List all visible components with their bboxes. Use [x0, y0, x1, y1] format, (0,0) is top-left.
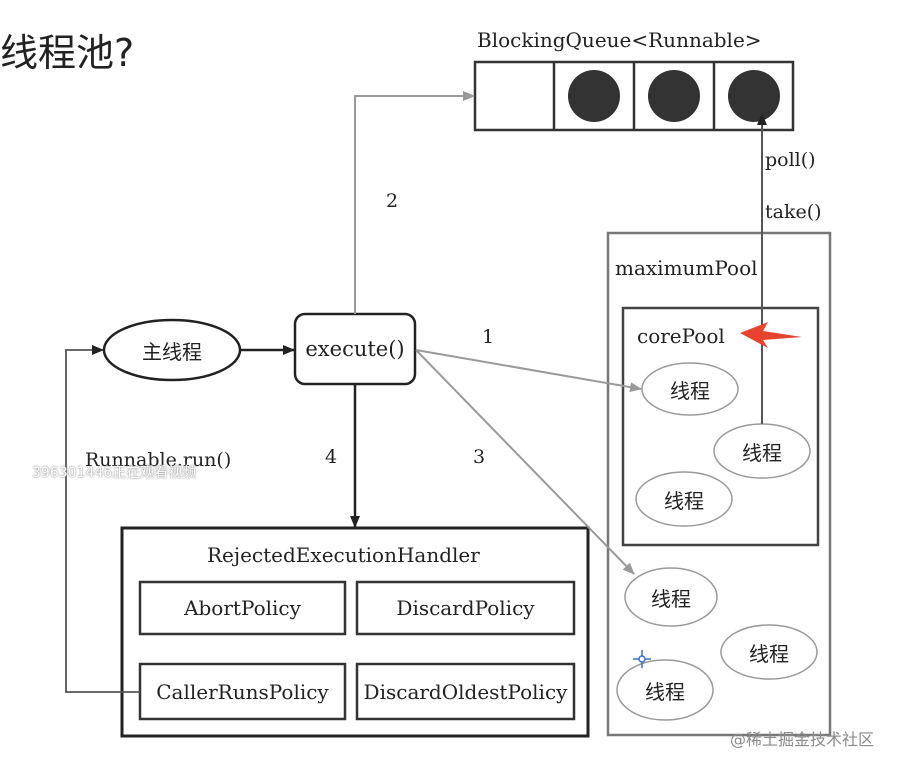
queue-label: BlockingQueue<Runnable>: [477, 28, 762, 52]
thread-node: [641, 362, 739, 416]
arrow-execute-to-queue: [354, 91, 475, 314]
thread-label: 线程: [670, 378, 710, 403]
arrow-execute-to-extra-thread: [415, 349, 635, 575]
cursor-mark: [633, 650, 651, 668]
maximum-pool-box: [606, 231, 832, 737]
discard-policy-box: [355, 580, 576, 636]
discard-policy-label: DiscardPolicy: [396, 596, 535, 620]
queued-task-1: [568, 70, 620, 122]
discard-oldest-policy-box: [355, 662, 576, 721]
abort-policy-label: AbortPolicy: [184, 596, 301, 620]
poll-label: poll(): [765, 149, 816, 171]
blocking-queue: [473, 60, 795, 132]
runnable-run-label: Runnable.run(): [85, 449, 232, 471]
thread-node: [616, 659, 714, 721]
step-4-label: 4: [325, 446, 338, 468]
core-pool-label: corePool: [637, 324, 725, 348]
thread-label: 线程: [664, 488, 704, 513]
thread-label: 线程: [749, 641, 789, 666]
core-pool-box: [621, 306, 820, 547]
step-1-label: 1: [482, 326, 495, 348]
main-thread-label: 主线程: [142, 339, 202, 364]
step-3-label: 3: [473, 446, 486, 468]
thread-label: 线程: [645, 679, 685, 704]
arrow-caller-runs-to-main: [65, 345, 140, 693]
step-2-label: 2: [386, 190, 399, 212]
take-label: take(): [765, 201, 822, 223]
queued-task-3: [728, 70, 780, 122]
thread-node: [624, 567, 718, 627]
page-title: 线程池?: [0, 31, 135, 75]
arrow-execute-to-core-thread: [415, 349, 642, 393]
thread-label: 线程: [651, 586, 691, 611]
queued-task-2: [648, 70, 700, 122]
red-pointer-marker: [740, 322, 802, 348]
viewer-overlay-text: 396301446正在观看视频: [32, 465, 197, 481]
discard-oldest-policy-label: DiscardOldestPolicy: [363, 679, 568, 704]
handler-title: RejectedExecutionHandler: [207, 543, 480, 567]
execute-label: execute(): [305, 337, 405, 361]
thread-node: [635, 471, 733, 527]
maximum-pool-label: maximumPool: [615, 256, 758, 280]
abort-policy-box: [138, 580, 347, 636]
juejin-watermark: @稀土掘金技术社区: [730, 730, 875, 749]
caller-runs-policy-label: CallerRunsPolicy: [156, 679, 329, 704]
thread-node: [720, 624, 818, 680]
thread-label: 线程: [742, 440, 782, 465]
